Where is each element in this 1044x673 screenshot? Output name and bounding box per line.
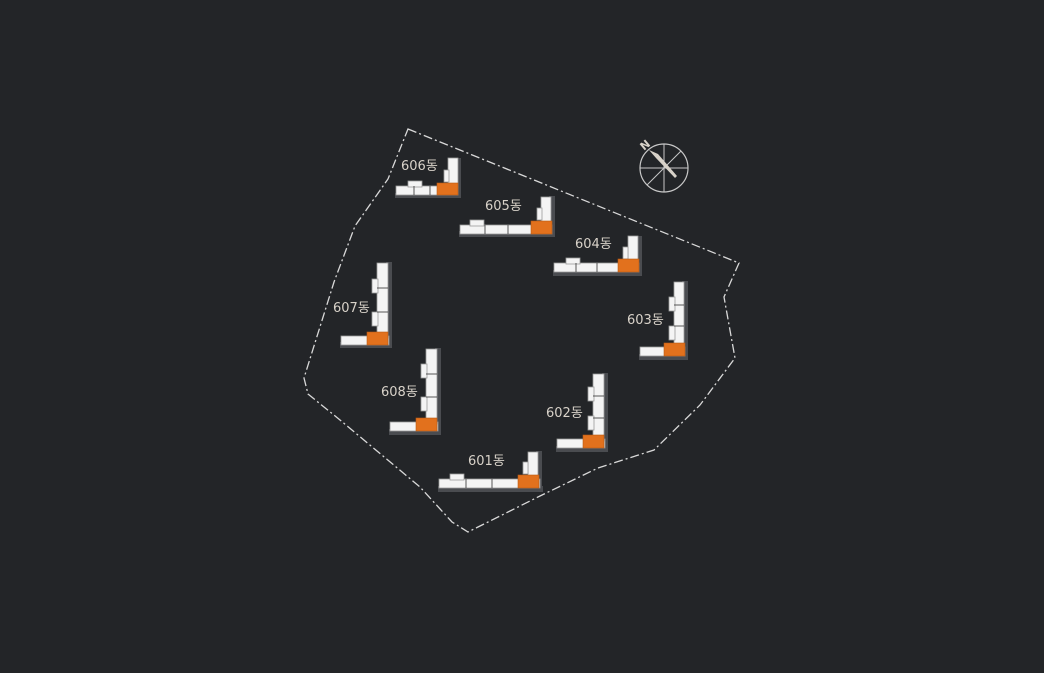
building-605[interactable] bbox=[459, 196, 555, 237]
compass-icon: N bbox=[638, 137, 689, 193]
building-label-604: 604동 bbox=[575, 237, 612, 252]
building-608[interactable] bbox=[389, 348, 441, 435]
building-604[interactable] bbox=[553, 235, 642, 276]
building-label-608: 608동 bbox=[381, 385, 418, 400]
building-601[interactable] bbox=[438, 451, 543, 492]
building-label-601: 601동 bbox=[468, 454, 505, 469]
building-602[interactable] bbox=[556, 373, 608, 452]
building-label-605: 605동 bbox=[485, 199, 522, 214]
building-label-602: 602동 bbox=[546, 406, 583, 421]
site-boundary bbox=[303, 128, 740, 533]
building-603[interactable] bbox=[639, 281, 688, 360]
building-606[interactable] bbox=[395, 157, 461, 198]
building-label-603: 603동 bbox=[627, 313, 664, 328]
building-label-607: 607동 bbox=[333, 301, 370, 316]
building-607[interactable] bbox=[340, 262, 392, 348]
building-label-606: 606동 bbox=[401, 159, 438, 174]
